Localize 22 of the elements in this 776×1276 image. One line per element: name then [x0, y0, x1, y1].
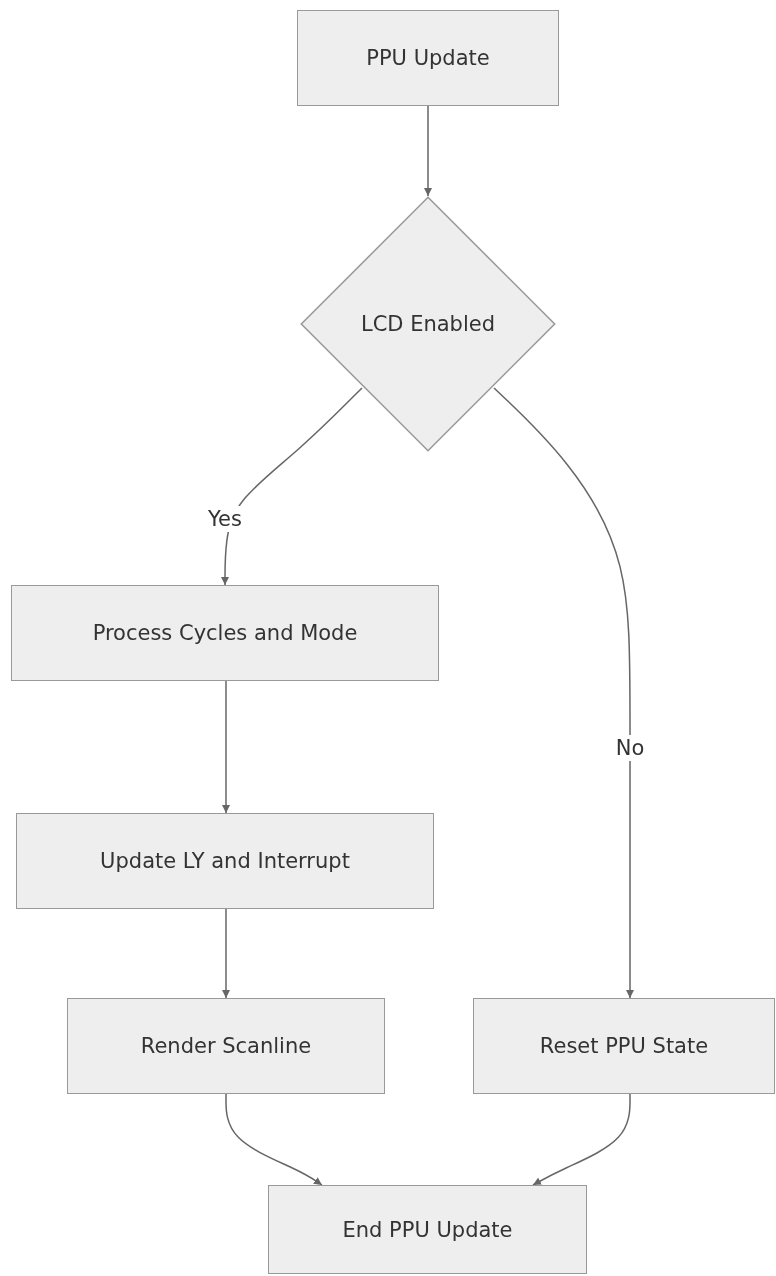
- process-box: [16, 813, 434, 909]
- node-label: End PPU Update: [342, 1217, 513, 1242]
- node-label: Reset PPU State: [539, 1034, 709, 1058]
- node-label: LCD Enabled: [360, 312, 496, 336]
- node-label: Render Scanline: [140, 1034, 312, 1058]
- process-box: [297, 10, 559, 106]
- process-box: [67, 998, 385, 1094]
- arrow: [493, 387, 634, 999]
- process-box: [11, 585, 439, 681]
- decision-diamond: [300, 196, 556, 452]
- edge-label: Yes: [206, 506, 244, 532]
- node-label: Update LY and Interrupt: [100, 849, 350, 873]
- process-box: [268, 1185, 587, 1274]
- arrow: [532, 1093, 631, 1186]
- arrow: [424, 105, 432, 197]
- arrow: [221, 387, 363, 586]
- arrow: [222, 908, 230, 999]
- node-label: PPU Update: [366, 46, 490, 70]
- arrow: [222, 680, 230, 814]
- process-box: [473, 998, 775, 1094]
- node-label: Process Cycles and Mode: [92, 621, 358, 645]
- arrow: [225, 1093, 323, 1186]
